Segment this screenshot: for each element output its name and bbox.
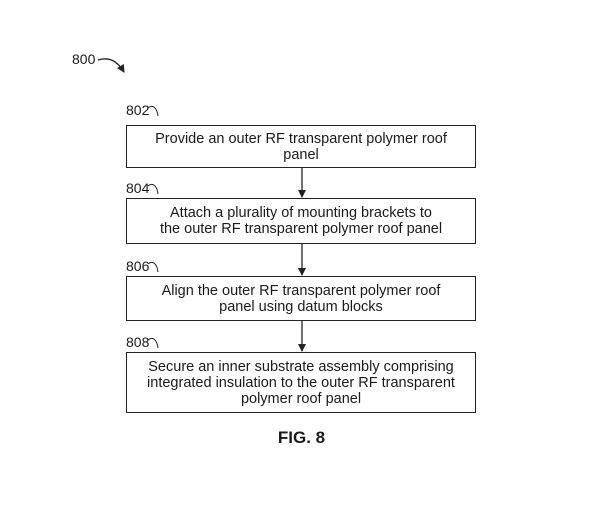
ref-808-leader — [147, 337, 159, 349]
step-text-804: Attach a plurality of mounting brackets … — [159, 205, 443, 237]
figure-caption: FIG. 8 — [277, 428, 326, 447]
ref-804-leader — [147, 183, 159, 195]
ref-800-leader-arrow — [97, 58, 125, 73]
step-ref-808: 808 — [126, 334, 150, 350]
ref-806-leader — [147, 261, 159, 273]
step-ref-806: 806 — [126, 258, 150, 274]
figure-ref-800: 800 — [72, 51, 96, 67]
step-ref-804: 804 — [126, 180, 150, 196]
step-box-804: Attach a plurality of mounting brackets … — [126, 198, 476, 244]
step-box-808: Secure an inner substrate assembly compr… — [126, 352, 476, 413]
step-ref-802: 802 — [126, 102, 150, 118]
ref-802-leader — [147, 105, 159, 117]
step-box-802: Provide an outer RF transparent polymer … — [126, 125, 476, 168]
step-text-802: Provide an outer RF transparent polymer … — [155, 130, 447, 163]
step-text-808: Secure an inner substrate assembly compr… — [147, 358, 455, 407]
step-text-806: Align the outer RF transparent polymer r… — [161, 282, 441, 315]
step-box-806: Align the outer RF transparent polymer r… — [126, 276, 476, 321]
